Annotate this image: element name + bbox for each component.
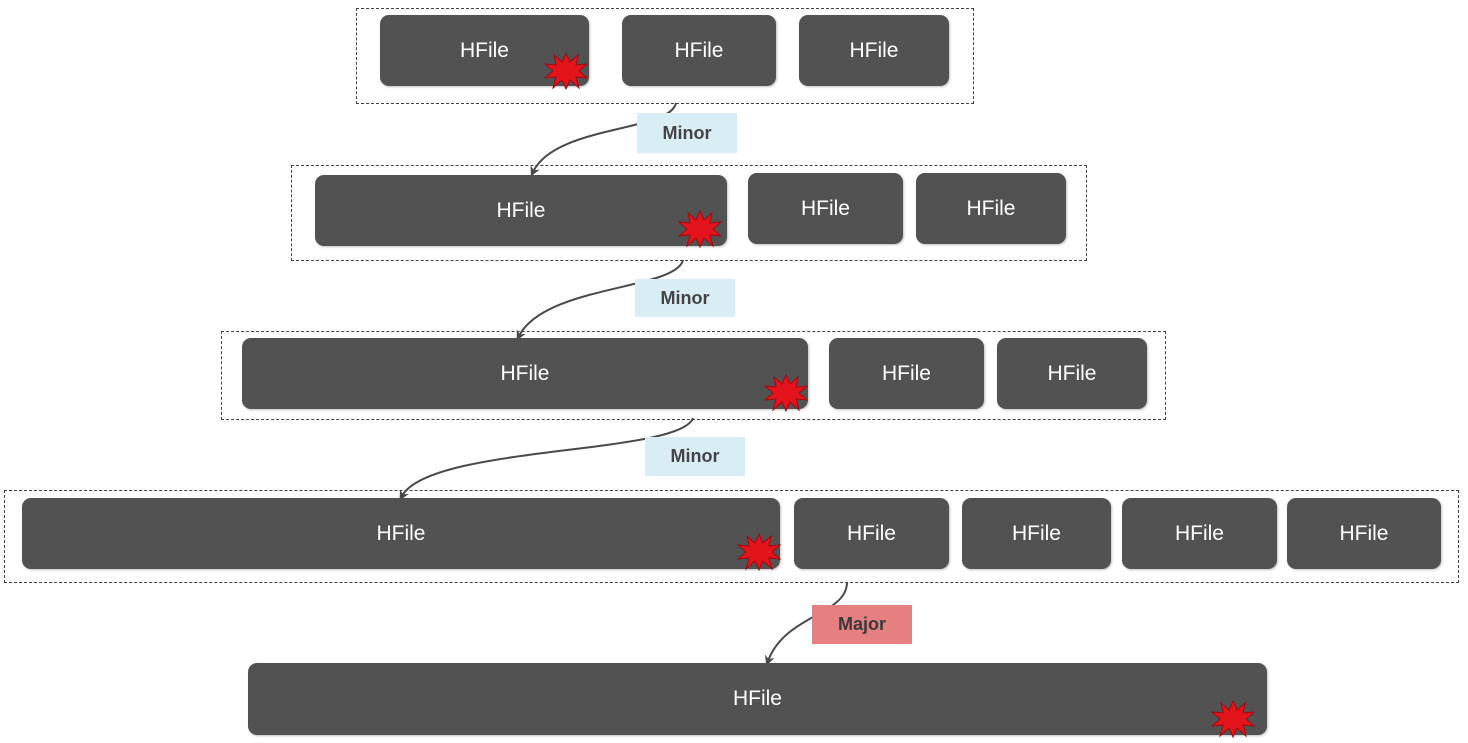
hfile-block: HFile: [22, 498, 780, 569]
arrow-minor-1: [530, 102, 677, 177]
hfile-block: HFile: [799, 15, 949, 86]
hfile-block: HFile: [1122, 498, 1277, 569]
hfile-block-major-result: HFile: [248, 663, 1267, 735]
major-compaction-label: Major: [812, 605, 912, 644]
hfile-block: HFile: [1287, 498, 1441, 569]
minor-compaction-label: Minor: [645, 437, 745, 476]
minor-compaction-label: Minor: [635, 279, 735, 317]
hfile-block: HFile: [242, 338, 808, 409]
burst-icon: [544, 52, 588, 90]
minor-compaction-label: Minor: [637, 113, 737, 153]
arrow-minor-3: [399, 417, 694, 501]
hfile-block: HFile: [997, 338, 1147, 409]
hfile-block: HFile: [748, 173, 903, 244]
burst-icon: [678, 210, 722, 248]
hfile-group-3: [221, 331, 1166, 420]
hfile-block: HFile: [962, 498, 1111, 569]
hfile-block: HFile: [794, 498, 949, 569]
burst-icon: [1211, 700, 1255, 738]
hfile-group-2: [291, 165, 1087, 261]
arrow-minor-2: [516, 259, 684, 341]
burst-icon: [764, 374, 808, 412]
hfile-block: HFile: [315, 175, 727, 246]
burst-icon: [737, 533, 781, 571]
hfile-block: HFile: [829, 338, 984, 409]
hfile-block: HFile: [916, 173, 1066, 244]
hfile-block: HFile: [622, 15, 776, 86]
hfile-group-4: [4, 490, 1459, 583]
hfile-group-1: [356, 8, 974, 104]
